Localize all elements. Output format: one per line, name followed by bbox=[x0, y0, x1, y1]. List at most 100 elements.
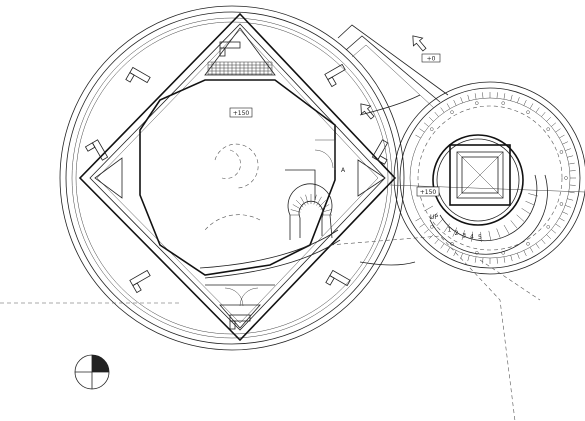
ring-bolt bbox=[430, 225, 434, 229]
tower-ring-ticks bbox=[415, 92, 576, 264]
tower-curved-stair bbox=[424, 174, 548, 255]
ring-bolt bbox=[501, 101, 505, 105]
north-symbol-icon bbox=[74, 354, 110, 390]
ring-tick bbox=[559, 217, 565, 222]
ring-tick bbox=[467, 94, 470, 101]
ring-tick bbox=[529, 103, 534, 109]
spiral-step bbox=[316, 196, 322, 206]
tower-stair-tread bbox=[461, 230, 465, 240]
level-tag-hall: +150 bbox=[229, 107, 253, 118]
ring-tick bbox=[569, 184, 576, 186]
tower-stair-tread bbox=[496, 228, 501, 238]
ring-tick bbox=[510, 94, 513, 101]
ring-bolt bbox=[559, 202, 564, 206]
main-plinth bbox=[59, 5, 405, 351]
level-tag-bridge: +0 bbox=[421, 53, 441, 63]
ring-tick bbox=[419, 128, 425, 133]
step-number: 3 bbox=[462, 232, 466, 239]
ring-tick bbox=[467, 255, 470, 262]
ring-tick bbox=[517, 253, 520, 259]
ring-tick bbox=[453, 99, 457, 106]
ring-tick bbox=[541, 111, 546, 117]
ring-tick bbox=[510, 255, 513, 262]
lobby-partitions bbox=[285, 139, 336, 200]
step-number: 5 bbox=[478, 234, 482, 241]
ring-tick bbox=[460, 97, 463, 103]
level-tag-bridge-text: +0 bbox=[427, 56, 436, 63]
spiral-step bbox=[320, 204, 330, 210]
step-number: 2 bbox=[455, 230, 459, 237]
ring-tick bbox=[562, 211, 569, 215]
ring-tick bbox=[446, 103, 451, 109]
ring-tick bbox=[434, 111, 439, 117]
ring-tick bbox=[541, 239, 546, 245]
spiral-step bbox=[295, 199, 304, 208]
ring-tick bbox=[535, 243, 540, 249]
spiral-step bbox=[305, 194, 309, 205]
ring-tick bbox=[415, 217, 421, 222]
ring-tick bbox=[569, 170, 576, 172]
ring-tick bbox=[446, 247, 451, 253]
tower-stair-tread bbox=[452, 227, 458, 237]
tower-plinth bbox=[393, 81, 585, 275]
ring-bolt bbox=[475, 251, 479, 255]
column-pad bbox=[371, 139, 389, 165]
entry-bridge bbox=[337, 24, 449, 109]
spiral-step bbox=[300, 196, 306, 206]
ring-tick bbox=[567, 155, 574, 158]
ring-bolt bbox=[430, 127, 434, 131]
tower-stair-tread bbox=[488, 230, 492, 241]
ring-tick bbox=[523, 99, 527, 106]
entry-doors bbox=[205, 284, 275, 307]
stair-up-label: UP bbox=[430, 214, 438, 221]
ring-tick bbox=[419, 223, 425, 228]
ring-bolt bbox=[526, 242, 530, 246]
spiral-step bbox=[321, 209, 332, 213]
level-tag-hall-text: +150 bbox=[233, 110, 250, 117]
ring-tick bbox=[434, 239, 439, 245]
door-mark: A bbox=[341, 167, 346, 174]
ring-tick bbox=[546, 234, 551, 239]
tower-stair-tread bbox=[444, 223, 450, 233]
ring-tick bbox=[523, 250, 527, 257]
diamond-hall bbox=[78, 12, 397, 342]
ring-tick bbox=[474, 256, 477, 263]
ring-tick bbox=[568, 162, 575, 165]
tower-stair-tread bbox=[424, 205, 434, 212]
ring-tick bbox=[440, 107, 445, 113]
ring-tick bbox=[482, 257, 484, 264]
ring-tick bbox=[559, 134, 565, 139]
ring-bolt bbox=[559, 150, 564, 154]
ring-tick bbox=[440, 243, 445, 249]
ring-tick bbox=[565, 148, 571, 151]
ring-tick bbox=[496, 257, 498, 264]
ring-tick bbox=[460, 253, 463, 259]
tower-stair-tread bbox=[480, 231, 482, 242]
reference-lines bbox=[0, 235, 541, 421]
column-pad bbox=[84, 139, 109, 161]
ring-tick bbox=[546, 117, 551, 122]
ring-tick bbox=[551, 122, 557, 127]
column-pad bbox=[129, 269, 151, 294]
main-room-outline bbox=[139, 79, 336, 276]
step-number: 1 bbox=[448, 226, 452, 233]
ring-tick bbox=[567, 198, 574, 201]
ring-tick bbox=[535, 107, 540, 113]
ring-tick bbox=[562, 141, 569, 145]
ring-tick bbox=[482, 92, 484, 99]
ring-bolt bbox=[546, 225, 550, 229]
spiral-step bbox=[318, 199, 327, 208]
top-truss bbox=[204, 27, 276, 76]
tower-stair-tread bbox=[503, 224, 510, 234]
ring-tick bbox=[496, 92, 498, 99]
ring-tick bbox=[568, 191, 575, 194]
column-pad bbox=[325, 269, 351, 287]
ring-tick bbox=[503, 93, 506, 100]
ring-tick bbox=[555, 128, 561, 133]
step-number: 4 bbox=[470, 234, 474, 241]
spiral-stair bbox=[199, 183, 341, 279]
tower-stair-tread bbox=[436, 218, 444, 227]
level-tag-tower-text: +150 bbox=[420, 189, 437, 196]
